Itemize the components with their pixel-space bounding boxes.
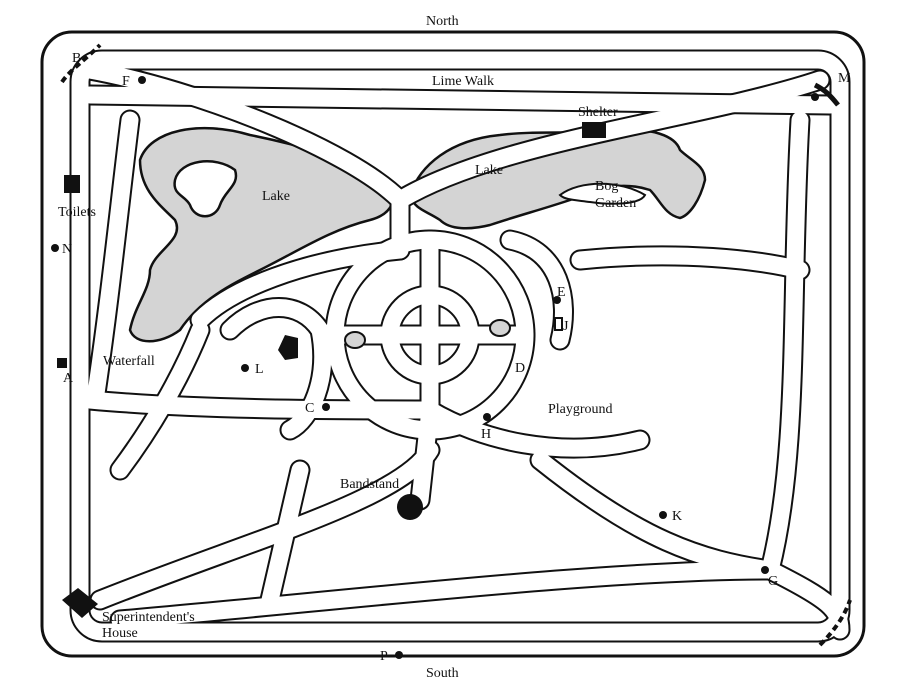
marker-l: L [255, 362, 264, 377]
marker-j: J [563, 319, 569, 334]
marker-e: E [557, 285, 566, 300]
gate-g [818, 599, 852, 647]
marker-b: B [72, 51, 81, 66]
label-shelter: Shelter [578, 105, 618, 120]
compass-south: South [426, 666, 459, 681]
label-playground: Playground [548, 402, 613, 417]
flower-bed-west [344, 331, 366, 349]
marker-p: P [380, 649, 388, 664]
marker-m: M [838, 71, 851, 86]
label-bog-garden-2: Garden [595, 196, 636, 211]
label-bandstand: Bandstand [340, 477, 399, 492]
marker-h: H [481, 427, 491, 442]
marker-f: F [122, 74, 130, 89]
marker-a: A [63, 371, 74, 386]
label-lake-west: Lake [262, 189, 290, 204]
marker-n: N [62, 242, 72, 257]
lake-island [173, 160, 238, 218]
toilets-building [64, 175, 80, 193]
gate-m [813, 82, 840, 107]
label-bog-garden: Bog [595, 179, 618, 194]
shelter-building [582, 122, 606, 138]
label-waterfall: Waterfall [103, 354, 155, 369]
label-house: House [102, 626, 138, 641]
label-lime-walk: Lime Walk [432, 74, 494, 89]
label-lake-east: Lake [475, 163, 503, 178]
flower-bed-east [489, 319, 511, 337]
waterfall-structure [278, 335, 298, 360]
marker-g: G [768, 574, 778, 589]
marker-c: C [305, 401, 314, 416]
paths [69, 49, 851, 643]
bandstand-marker [397, 494, 423, 520]
marker-d: D [515, 361, 525, 376]
superintendent-house-building [62, 588, 98, 618]
building-a [57, 358, 67, 368]
label-superintendent: Superintendent's [102, 610, 195, 625]
label-toilets: Toilets [58, 205, 96, 220]
bog-garden-area [558, 182, 647, 205]
marker-k: K [672, 509, 682, 524]
compass-north: North [426, 14, 459, 29]
gate-b [60, 43, 102, 84]
markers: F B M N A L C D E J H K G P [51, 51, 851, 664]
